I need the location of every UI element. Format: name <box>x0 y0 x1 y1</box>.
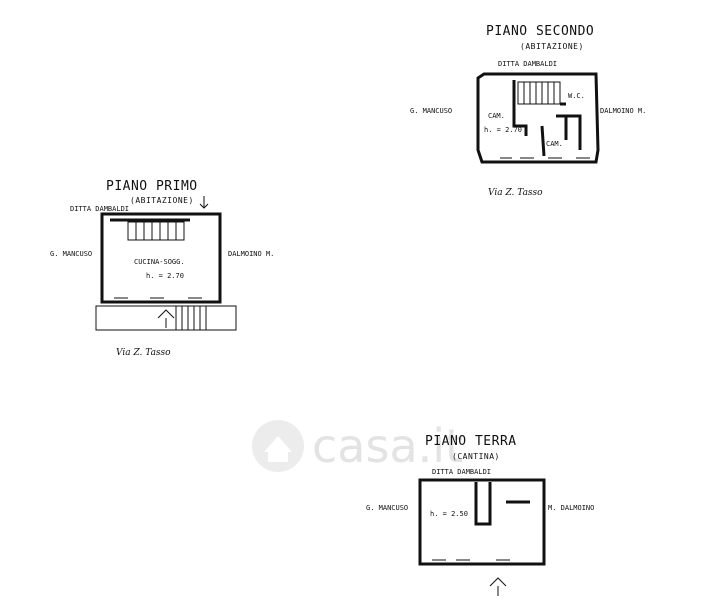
floor-secondo-right-label: DALMOINO M. <box>600 107 646 115</box>
floor-primo-title: PIANO PRIMO <box>106 179 198 194</box>
floor-secondo-room-height: h. = 2.70 <box>484 126 522 134</box>
floor-primo-outer-wall <box>100 212 222 304</box>
floor-secondo-street: Via Z. Tasso <box>488 188 543 198</box>
floor-primo-subtitle: (ABITAZIONE) <box>130 196 194 205</box>
floor-secondo-room-cam2: CAM. <box>546 140 563 148</box>
floor-secondo-stair <box>517 81 561 105</box>
floor-terra-right-label: M. DALMOINO <box>548 504 594 512</box>
floor-primo-street: Via Z. Tasso <box>116 348 171 358</box>
floor-primo-balcony <box>95 305 237 331</box>
floor-terra-room-height: h. = 2.50 <box>430 510 468 518</box>
floor-secondo-room-cam1: CAM. <box>488 112 505 120</box>
floor-primo-entry-marker-icon <box>157 309 175 328</box>
floor-secondo: PIANO SECONDO (ABITAZIONE) DITTA DAMBALD… <box>410 24 646 198</box>
floor-terra-entry-marker-icon <box>489 577 507 596</box>
floor-terra-subtitle: (CANTINA) <box>452 452 500 461</box>
floor-secondo-subtitle: (ABITAZIONE) <box>520 42 584 51</box>
floor-terra-top-label: DITTA DAMBALDI <box>432 468 491 476</box>
floor-primo-room-height: h. = 2.70 <box>146 272 184 280</box>
floor-secondo-inner-walls <box>512 80 582 157</box>
watermark-text: casa.it <box>312 419 463 473</box>
floor-secondo-top-label: DITTA DAMBALDI <box>498 60 557 68</box>
floor-secondo-outer-wall <box>476 72 600 164</box>
floor-primo-right-label: DALMOINO M. <box>228 250 274 258</box>
floor-terra-title: PIANO TERRA <box>425 434 517 449</box>
watermark: casa.it <box>252 419 463 473</box>
floor-primo-top-label: DITTA DAMBALDI <box>70 205 129 213</box>
floor-primo: PIANO PRIMO (ABITAZIONE) DITTA DAMBALDI … <box>50 179 274 358</box>
floor-terra-outer-wall <box>418 478 546 566</box>
floor-primo-entrance-arrow <box>199 196 209 209</box>
watermark-house-icon <box>264 436 292 462</box>
floor-secondo-room-wc: W.C. <box>568 92 585 100</box>
floor-terra-inner-walls <box>474 482 492 526</box>
floor-primo-room-name: CUCINA-SOGG. <box>134 258 185 266</box>
floor-terra-left-label: G. MANCUSO <box>366 504 408 512</box>
floor-secondo-title: PIANO SECONDO <box>486 24 594 39</box>
floor-terra: PIANO TERRA (CANTINA) DITTA DAMBALDI G. … <box>366 434 594 596</box>
floor-primo-left-label: G. MANCUSO <box>50 250 92 258</box>
floor-primo-stair <box>127 221 185 241</box>
floor-secondo-left-label: G. MANCUSO <box>410 107 452 115</box>
